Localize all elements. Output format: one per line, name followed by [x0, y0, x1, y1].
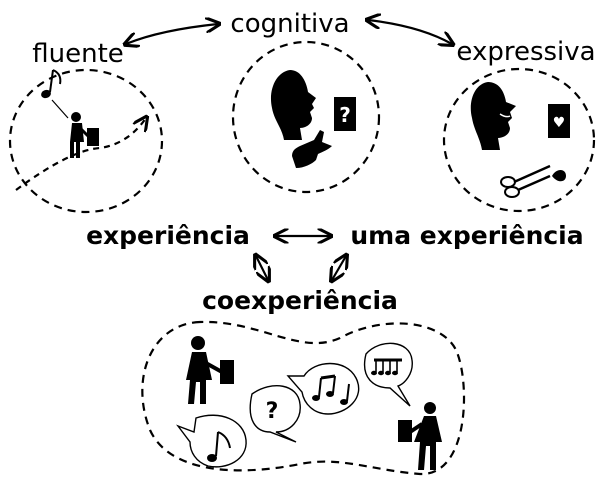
hand-icon [292, 130, 332, 168]
person-icon [70, 112, 99, 158]
blob-coexperiencia: ? [141, 320, 466, 476]
arrow-experiencia-coexperiencia [256, 256, 268, 280]
label-uma-experiencia: uma experiência [350, 221, 583, 250]
person-icon [186, 336, 234, 404]
svg-text:♥: ♥ [553, 115, 566, 131]
speech-bubble-icon [363, 342, 413, 407]
speech-bubble-icon [286, 362, 360, 415]
label-coexperiencia: coexperiência [202, 286, 398, 315]
label-expressiva: expressiva [456, 37, 595, 67]
speech-bubble-icon: ? [249, 385, 301, 443]
circle-expressiva: ♥ [442, 67, 596, 213]
label-cognitiva: cognitiva [230, 9, 349, 39]
question-symbol: ? [266, 399, 279, 424]
svg-text:?: ? [339, 103, 351, 127]
person-icon [398, 402, 442, 470]
head-profile-icon [470, 82, 516, 150]
music-note-icon [207, 431, 231, 462]
scissors-icon [500, 164, 566, 198]
arrow-cognitiva-fluente [126, 24, 218, 44]
head-profile-icon [270, 70, 316, 140]
circle-cognitiva: ? [231, 40, 381, 194]
beamed-notes-icon [312, 374, 350, 405]
arrow-cognitiva-expressiva [368, 20, 452, 44]
rhythm-notes-icon [371, 358, 402, 376]
arrow-uma-coexperiencia [332, 256, 346, 280]
label-experiencia: experiência [86, 221, 250, 250]
label-fluente: fluente [32, 39, 124, 69]
question-card-icon: ? [334, 97, 356, 131]
music-note-icon [41, 69, 62, 99]
speech-bubble-icon [176, 414, 247, 468]
circle-fluente [8, 68, 164, 214]
heart-card-icon: ♥ [548, 104, 570, 138]
